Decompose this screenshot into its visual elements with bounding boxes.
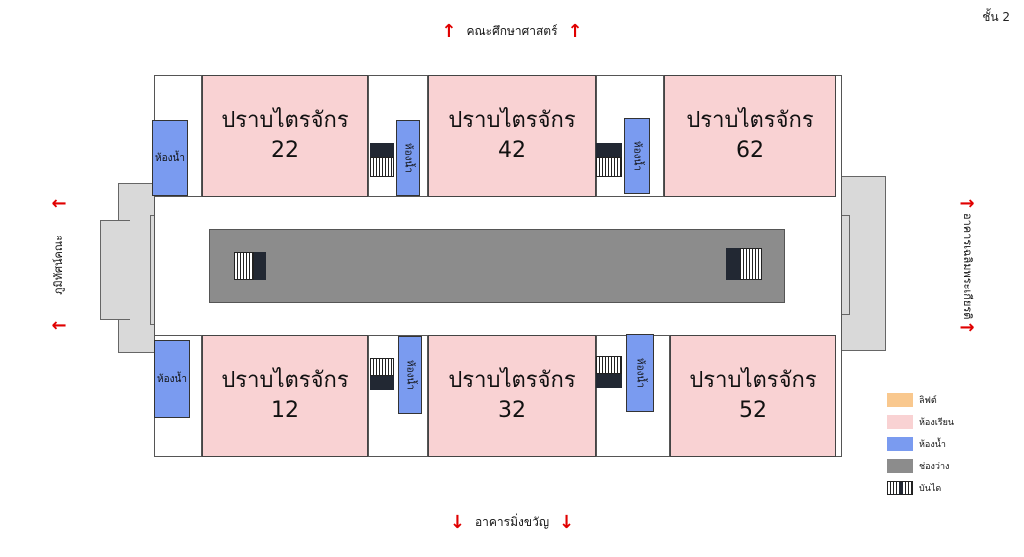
restroom-lower-left[interactable]: ห้องน้ำ bbox=[154, 340, 190, 418]
restroom-label: ห้องน้ำ bbox=[157, 373, 187, 385]
arrow-left-icon: ← bbox=[51, 314, 67, 336]
arrow-down-icon: ↓ bbox=[449, 511, 465, 533]
direction-top-label: คณะศึกษาศาสตร์ bbox=[466, 24, 558, 38]
legend-item-restroom: ห้องน้ำ bbox=[887, 433, 954, 455]
restroom-upper-mid[interactable]: ห้องน้ำ bbox=[396, 120, 420, 196]
arrow-right-icon: → bbox=[959, 193, 975, 214]
arrow-up-icon: ↑ bbox=[441, 20, 457, 42]
stair-upper-left-steps bbox=[370, 157, 394, 177]
legend-label: ห้องน้ำ bbox=[919, 440, 946, 450]
stair-lower-left-steps bbox=[370, 358, 394, 376]
stair-upper-right-steps bbox=[596, 157, 622, 177]
central-atrium bbox=[209, 229, 785, 303]
classroom-number: 62 bbox=[736, 138, 764, 163]
stair-lower-right bbox=[596, 374, 622, 388]
legend-swatch bbox=[887, 437, 913, 451]
direction-left: ← ภูมิทัศน์คณะ ← bbox=[44, 195, 74, 335]
direction-right-label: อาคารเฉลิมพระเกียรติ bbox=[961, 213, 974, 320]
stair-atrium-left-steps bbox=[234, 252, 254, 280]
restroom-label: ห้องน้ำ bbox=[155, 152, 185, 164]
classroom-52[interactable]: ปราบไตรจักร 52 bbox=[670, 335, 836, 457]
restroom-upper-right[interactable]: ห้องน้ำ bbox=[624, 118, 650, 194]
floor-label: ชั้น 2 bbox=[982, 10, 1010, 24]
stair-atrium-right-steps bbox=[740, 248, 762, 280]
direction-left-label: ภูมิทัศน์คณะ bbox=[52, 235, 65, 295]
direction-bottom-label: อาคารมิ่งขวัญ bbox=[474, 515, 550, 529]
stair-atrium-left bbox=[254, 252, 266, 280]
legend-item-lift: ลิฟต์ bbox=[887, 389, 954, 411]
classroom-name: ปราบไตรจักร bbox=[448, 368, 576, 393]
restroom-label: ห้องน้ำ bbox=[634, 358, 646, 388]
restroom-lower-mid[interactable]: ห้องน้ำ bbox=[398, 336, 422, 414]
direction-top: ↑ คณะศึกษาศาสตร์ ↑ bbox=[0, 22, 1024, 41]
legend-label: ลิฟต์ bbox=[919, 396, 937, 406]
classroom-number: 12 bbox=[271, 398, 299, 423]
arrow-down-icon: ↓ bbox=[559, 511, 575, 533]
stair-atrium-right bbox=[726, 248, 740, 280]
classroom-number: 32 bbox=[498, 398, 526, 423]
restroom-lower-right[interactable]: ห้องน้ำ bbox=[626, 334, 654, 412]
left-lift-wing-outer bbox=[100, 220, 130, 320]
legend-swatch bbox=[887, 393, 913, 407]
stair-upper-right bbox=[596, 143, 622, 157]
classroom-42[interactable]: ปราบไตรจักร 42 bbox=[428, 75, 596, 197]
classroom-number: 52 bbox=[739, 398, 767, 423]
legend-label: บันได bbox=[919, 484, 942, 494]
legend-item-stairs: บันได bbox=[887, 477, 954, 499]
stair-lower-right-steps bbox=[596, 356, 622, 374]
legend: ลิฟต์ ห้องเรียน ห้องน้ำ ช่องว่าง บันได bbox=[887, 389, 954, 499]
classroom-22[interactable]: ปราบไตรจักร 22 bbox=[202, 75, 368, 197]
legend-swatch bbox=[887, 415, 913, 429]
classroom-name: ปราบไตรจักร bbox=[448, 108, 576, 133]
legend-item-classroom: ห้องเรียน bbox=[887, 411, 954, 433]
classroom-name: ปราบไตรจักร bbox=[689, 368, 817, 393]
legend-item-void: ช่องว่าง bbox=[887, 455, 954, 477]
restroom-label: ห้องน้ำ bbox=[404, 360, 416, 390]
stairs-icon bbox=[887, 481, 913, 495]
arrow-right-icon: → bbox=[959, 317, 975, 339]
legend-label: ช่องว่าง bbox=[919, 462, 950, 472]
restroom-label: ห้องน้ำ bbox=[402, 143, 414, 173]
classroom-12[interactable]: ปราบไตรจักร 12 bbox=[202, 335, 368, 457]
classroom-number: 42 bbox=[498, 138, 526, 163]
classroom-number: 22 bbox=[271, 138, 299, 163]
legend-label: ห้องเรียน bbox=[919, 418, 955, 428]
stair-lower-left bbox=[370, 376, 394, 390]
arrow-up-icon: ↑ bbox=[567, 20, 583, 42]
classroom-32[interactable]: ปราบไตรจักร 32 bbox=[428, 335, 596, 457]
classroom-name: ปราบไตรจักร bbox=[221, 108, 349, 133]
restroom-upper-left[interactable]: ห้องน้ำ bbox=[152, 120, 188, 196]
direction-right: → อาคารเฉลิมพระเกียรติ → bbox=[952, 193, 982, 339]
direction-bottom: ↓ อาคารมิ่งขวัญ ↓ bbox=[0, 513, 1024, 532]
classroom-name: ปราบไตรจักร bbox=[221, 368, 349, 393]
classroom-62[interactable]: ปราบไตรจักร 62 bbox=[664, 75, 836, 197]
arrow-left-icon: ← bbox=[51, 193, 67, 214]
classroom-name: ปราบไตรจักร bbox=[686, 108, 814, 133]
legend-swatch bbox=[887, 459, 913, 473]
stair-upper-left bbox=[370, 143, 394, 157]
restroom-label: ห้องน้ำ bbox=[631, 141, 643, 171]
